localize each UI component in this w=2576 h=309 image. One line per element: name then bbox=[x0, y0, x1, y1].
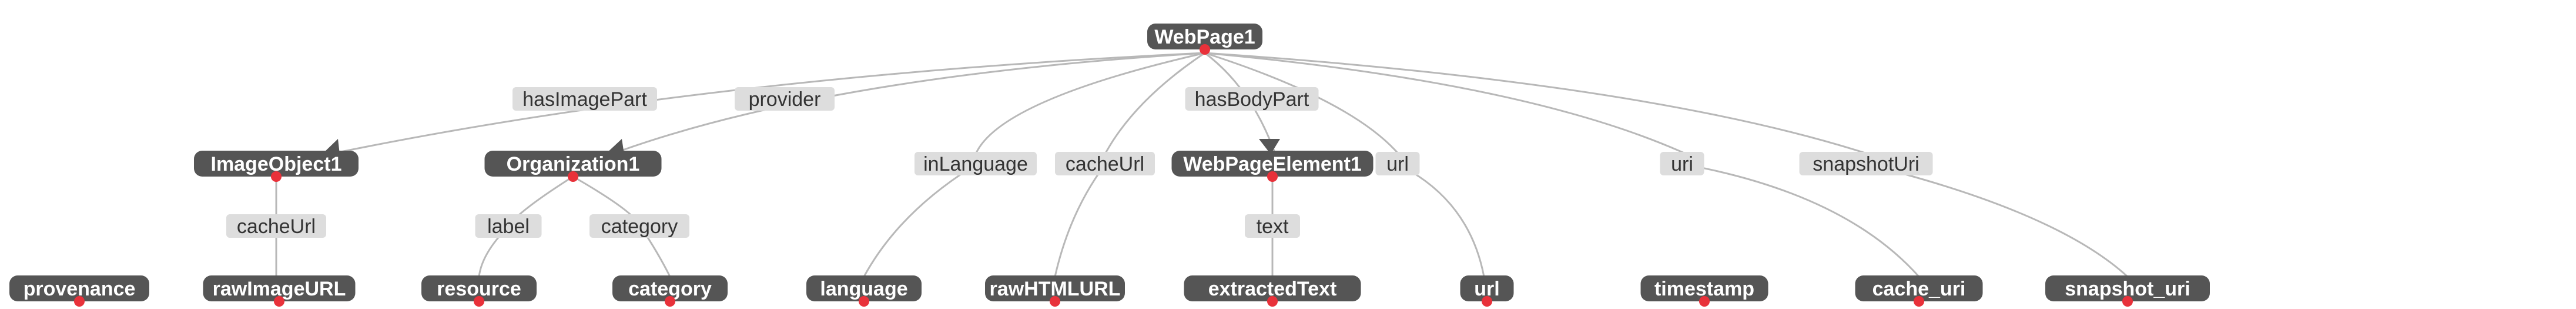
node-port-dot bbox=[1914, 296, 1924, 307]
node-box bbox=[1184, 275, 1361, 301]
edge-label-cacheurl-webpage: cacheUrl bbox=[1055, 152, 1155, 175]
node-box bbox=[2045, 275, 2210, 301]
edge-label-box bbox=[226, 214, 326, 238]
node-box bbox=[1147, 24, 1262, 49]
node-box bbox=[612, 275, 728, 301]
edge-label-cacheurl-image: cacheUrl bbox=[226, 214, 326, 238]
node-port-dot bbox=[665, 296, 675, 307]
node-port-dot bbox=[271, 171, 282, 182]
node-port-dot bbox=[1267, 296, 1278, 307]
edge-label-box bbox=[1245, 214, 1300, 238]
arrowhead-provider bbox=[605, 139, 624, 154]
port-dots-layer bbox=[74, 44, 2133, 307]
edge-label-provider: provider bbox=[735, 87, 835, 111]
edge-label-text: cacheUrl bbox=[1066, 153, 1144, 175]
edge-label-label: label bbox=[475, 214, 542, 238]
edge-inlanguage-lower bbox=[863, 164, 976, 277]
node-port-dot bbox=[1267, 171, 1278, 182]
node-port-dot bbox=[474, 296, 484, 307]
edge-label-text: hasBodyPart bbox=[1195, 88, 1309, 111]
arrowhead-hasimagepart bbox=[322, 139, 340, 154]
node-port-dot bbox=[2122, 296, 2133, 307]
edge-label-text: text bbox=[1245, 214, 1300, 238]
edge-label-text: snapshotUri bbox=[1813, 153, 1919, 175]
node-box bbox=[1855, 275, 1983, 301]
node-port-dot bbox=[1699, 296, 1710, 307]
node-port-dot bbox=[1482, 296, 1492, 307]
edge-label-text: text bbox=[1257, 215, 1289, 238]
edge-uri-lower bbox=[1686, 164, 1920, 277]
node-rawimageurl[interactable]: rawImageURL bbox=[203, 275, 356, 301]
node-box bbox=[421, 275, 537, 301]
node-webpage1[interactable]: WebPage1 bbox=[1147, 24, 1262, 49]
node-box bbox=[203, 275, 356, 301]
edge-snapshoturi-lower bbox=[1868, 164, 2129, 278]
node-rawhtmlurl[interactable]: rawHTMLURL bbox=[985, 275, 1125, 301]
edge-label-text: uri bbox=[1671, 153, 1693, 175]
node-box bbox=[9, 275, 149, 301]
edge-label-uri: uri bbox=[1660, 152, 1704, 175]
edge-label-inlanguage: inLanguage bbox=[915, 152, 1037, 175]
node-port-dot bbox=[859, 296, 869, 307]
edge-label-box bbox=[1185, 87, 1319, 111]
edge-label-hasimagepart: hasImagePart bbox=[512, 87, 657, 111]
edge-label-box bbox=[735, 87, 835, 111]
edge-uri bbox=[1204, 52, 1687, 155]
node-port-dot bbox=[1050, 296, 1060, 307]
node-port-dot bbox=[274, 296, 284, 307]
arrowheads-layer bbox=[322, 139, 1280, 154]
edge-label-box bbox=[512, 87, 657, 111]
edge-label-text: category bbox=[601, 215, 678, 238]
edge-label-box bbox=[1799, 152, 1933, 175]
edge-snapshoturi bbox=[1204, 52, 1870, 155]
node-provenance[interactable]: provenance bbox=[9, 275, 149, 301]
edge-inlanguage bbox=[974, 52, 1205, 155]
edge-cacheurl-webpage bbox=[1104, 52, 1205, 155]
node-box bbox=[1640, 275, 1768, 301]
edge-label-text: inLanguage bbox=[923, 153, 1028, 175]
edge-label-snapshoturi: snapshotUri bbox=[1799, 152, 1933, 175]
node-box bbox=[194, 151, 359, 177]
edge-label-box bbox=[1660, 152, 1704, 175]
node-cache-uri[interactable]: cache_uri bbox=[1855, 275, 1983, 301]
edge-label-box bbox=[1055, 152, 1155, 175]
edge-label-category: category bbox=[589, 214, 689, 238]
edge-label-url: url bbox=[1375, 152, 1420, 175]
edge-url bbox=[1204, 52, 1400, 155]
node-imageobject1[interactable]: ImageObject1 bbox=[194, 151, 359, 177]
node-port-dot bbox=[1200, 44, 1210, 55]
edge-label-text: label bbox=[487, 215, 530, 238]
node-box bbox=[1460, 275, 1514, 301]
edge-labels-layer: hasImagePart provider inLanguage cacheUrl ha… bbox=[226, 87, 1933, 238]
edge-cacheurl-webpage-lower bbox=[1054, 164, 1106, 277]
node-box bbox=[985, 275, 1125, 301]
node-box bbox=[1171, 151, 1374, 177]
edge-label-box bbox=[589, 214, 689, 238]
edge-label-text: provider bbox=[749, 88, 821, 111]
edge-label-text: cacheUrl bbox=[237, 215, 316, 238]
edge-label-box bbox=[475, 214, 542, 238]
edge-label-text: url bbox=[1386, 153, 1409, 175]
edge-label-box bbox=[1375, 152, 1420, 175]
edge-provider bbox=[611, 52, 1205, 155]
node-box bbox=[806, 275, 922, 301]
node-language[interactable]: language bbox=[806, 275, 922, 301]
edge-label-hasbodypart: hasBodyPart bbox=[1185, 87, 1319, 111]
edge-label-box bbox=[915, 152, 1037, 175]
node-box bbox=[484, 151, 662, 177]
node-port-dot bbox=[568, 171, 578, 182]
edge-url-lower bbox=[1398, 164, 1485, 277]
edge-label-text: hasImagePart bbox=[522, 88, 647, 111]
arrowhead-hasbodypart bbox=[1259, 139, 1280, 154]
node-port-dot bbox=[74, 296, 85, 307]
